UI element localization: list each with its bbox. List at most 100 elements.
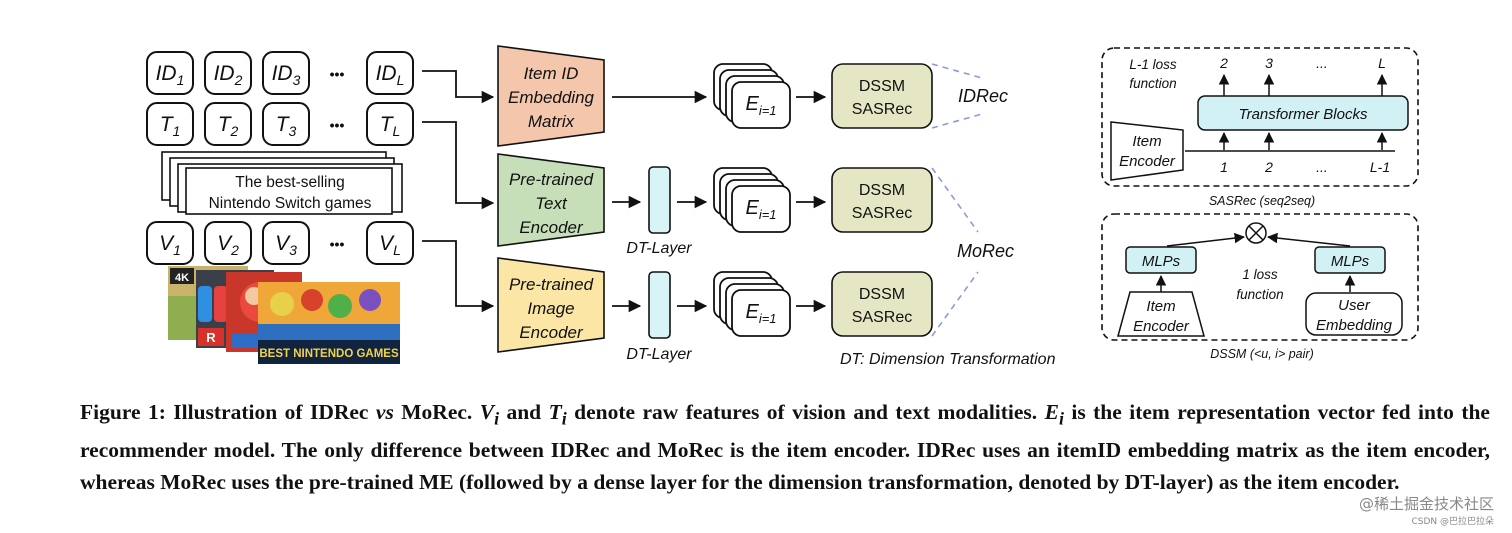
morec-label: MoRec bbox=[957, 241, 1014, 261]
dot-product-icon bbox=[1245, 222, 1267, 244]
svg-text:Encoder: Encoder bbox=[1133, 318, 1190, 335]
id-token-row: ID1 ID2 ID3 ••• IDL bbox=[146, 51, 414, 95]
svg-text:T1: T1 bbox=[160, 113, 181, 139]
sasrec-output-0: 2 bbox=[1219, 55, 1228, 71]
svg-text:TL: TL bbox=[380, 113, 401, 139]
svg-text:Ei=1: Ei=1 bbox=[745, 301, 776, 326]
svg-text:V3: V3 bbox=[275, 232, 297, 258]
svg-text:T3: T3 bbox=[276, 113, 297, 139]
vision-token-row: V1 V2 V3 ••• VL bbox=[146, 221, 414, 265]
dssm-mlp-left: MLPs bbox=[1125, 246, 1197, 274]
transformer-blocks: Transformer Blocks bbox=[1197, 95, 1409, 131]
svg-text:DSSM: DSSM bbox=[859, 182, 905, 199]
svg-text:Item: Item bbox=[1132, 133, 1161, 150]
embedding-stack-text: Ei=1 bbox=[713, 167, 791, 233]
svg-text:Pre-trained: Pre-trained bbox=[509, 275, 594, 294]
model-box-idrec: DSSM SASRec bbox=[831, 63, 933, 129]
id-ellipsis: ••• bbox=[330, 66, 345, 82]
embedding-stack-image: Ei=1 bbox=[713, 271, 791, 337]
vision-token-2: V2 bbox=[204, 221, 252, 265]
dssm-user-embedding: User Embedding bbox=[1305, 292, 1403, 336]
id-token-3: ID3 bbox=[262, 51, 310, 95]
dt-dimension-transformation-note: DT: Dimension Transformation bbox=[840, 351, 1056, 368]
svg-text:MLPs: MLPs bbox=[1331, 253, 1370, 270]
svg-text:ID3: ID3 bbox=[272, 62, 301, 88]
sasrec-loss-line-1: L-1 loss bbox=[1129, 57, 1177, 72]
text-token-1: T1 bbox=[146, 102, 194, 146]
svg-text:SASRec: SASRec bbox=[852, 205, 912, 222]
watermark-line-1: @稀土掘金技术社区 bbox=[1358, 495, 1494, 513]
svg-text:Ei=1: Ei=1 bbox=[745, 197, 776, 222]
sasrec-item-encoder: Item Encoder bbox=[1110, 121, 1184, 181]
model-box-text: DSSM SASRec bbox=[831, 167, 933, 233]
svg-text:Encoder: Encoder bbox=[1119, 153, 1176, 170]
text-token-l: TL bbox=[366, 102, 414, 146]
id-token-1: ID1 bbox=[146, 51, 194, 95]
svg-text:Encoder: Encoder bbox=[519, 218, 584, 237]
game-images-collage: 4K R BEST NINTENDO GAMES bbox=[168, 266, 400, 364]
text-row-connector bbox=[422, 121, 495, 210]
svg-text:Item: Item bbox=[1146, 298, 1175, 315]
figure-caption: Figure 1: Illustration of IDRec vs MoRec… bbox=[80, 400, 1490, 495]
idrec-label: IDRec bbox=[958, 86, 1008, 106]
watermark: @稀土掘金技术社区 CSDN @巴拉巴拉朵 bbox=[1359, 493, 1494, 527]
pretrained-text-encoder: Pre-trained Text Encoder bbox=[497, 153, 605, 247]
svg-text:BEST NINTENDO GAMES: BEST NINTENDO GAMES bbox=[259, 348, 399, 360]
svg-text:VL: VL bbox=[379, 232, 401, 258]
vision-token-3: V3 bbox=[262, 221, 310, 265]
sasrec-input-3: L-1 bbox=[1370, 159, 1390, 175]
svg-text:IDL: IDL bbox=[376, 62, 405, 88]
svg-text:Ei=1: Ei=1 bbox=[745, 93, 776, 118]
svg-text:T2: T2 bbox=[218, 113, 239, 139]
svg-text:R: R bbox=[206, 330, 216, 345]
id-row-connector bbox=[422, 70, 495, 104]
svg-text:ID2: ID2 bbox=[214, 62, 243, 88]
text-card-line-2: Nintendo Switch games bbox=[209, 195, 372, 212]
vision-row-connector bbox=[422, 240, 495, 313]
svg-text:User: User bbox=[1338, 297, 1371, 314]
svg-text:DSSM: DSSM bbox=[859, 78, 905, 95]
sasrec-input-1: 2 bbox=[1264, 159, 1273, 175]
svg-text:Embedding: Embedding bbox=[1316, 317, 1393, 334]
svg-text:ID1: ID1 bbox=[156, 62, 185, 88]
dt-layer-image: DT-Layer bbox=[626, 271, 692, 363]
sasrec-output-2: ... bbox=[1316, 55, 1328, 71]
vision-ellipsis: ••• bbox=[330, 236, 345, 252]
dt-layer-text: DT-Layer bbox=[626, 166, 692, 257]
text-token-3: T3 bbox=[262, 102, 310, 146]
text-card-line-1: The best-selling bbox=[235, 174, 344, 191]
dssm-loss-line-2: function bbox=[1236, 287, 1283, 302]
item-id-embedding-matrix: Item ID Embedding Matrix bbox=[497, 45, 605, 147]
watermark-line-2: CSDN @巴拉巴拉朵 bbox=[1411, 517, 1494, 527]
svg-text:DSSM: DSSM bbox=[859, 286, 905, 303]
sasrec-input-2: ... bbox=[1316, 159, 1328, 175]
svg-text:Pre-trained: Pre-trained bbox=[509, 170, 594, 189]
svg-text:Transformer Blocks: Transformer Blocks bbox=[1239, 106, 1368, 123]
dssm-panel: MLPs MLPs 1 loss function Item Encoder U… bbox=[1101, 213, 1419, 341]
pretrained-image-encoder: Pre-trained Image Encoder bbox=[497, 257, 605, 353]
text-token-row: T1 T2 T3 ••• TL bbox=[146, 102, 414, 146]
svg-text:SASRec: SASRec bbox=[852, 101, 912, 118]
svg-text:Embedding: Embedding bbox=[508, 88, 595, 107]
id-token-l: IDL bbox=[366, 51, 414, 95]
dssm-mlp-right: MLPs bbox=[1314, 246, 1386, 274]
svg-text:MLPs: MLPs bbox=[1142, 253, 1181, 270]
svg-text:Matrix: Matrix bbox=[528, 112, 575, 131]
svg-text:DT-Layer: DT-Layer bbox=[626, 346, 692, 363]
svg-text:DT-Layer: DT-Layer bbox=[626, 240, 692, 257]
sasrec-output-1: 3 bbox=[1265, 55, 1273, 71]
dssm-caption: DSSM (<u, i> pair) bbox=[1210, 347, 1314, 361]
sasrec-input-0: 1 bbox=[1220, 159, 1228, 175]
svg-text:Text: Text bbox=[535, 194, 568, 213]
dssm-item-encoder: Item Encoder bbox=[1117, 291, 1205, 337]
dssm-loss-line-1: 1 loss bbox=[1242, 267, 1278, 282]
svg-text:SASRec: SASRec bbox=[852, 309, 912, 326]
svg-text:4K: 4K bbox=[175, 272, 189, 284]
game-image-4: BEST NINTENDO GAMES bbox=[258, 282, 400, 364]
text-card-stack: The best-selling Nintendo Switch games bbox=[161, 151, 403, 215]
text-token-2: T2 bbox=[204, 102, 252, 146]
embedding-stack-idrec: Ei=1 bbox=[713, 63, 791, 129]
svg-text:V1: V1 bbox=[159, 232, 181, 258]
svg-text:Item ID: Item ID bbox=[524, 64, 579, 83]
model-box-image: DSSM SASRec bbox=[831, 271, 933, 337]
